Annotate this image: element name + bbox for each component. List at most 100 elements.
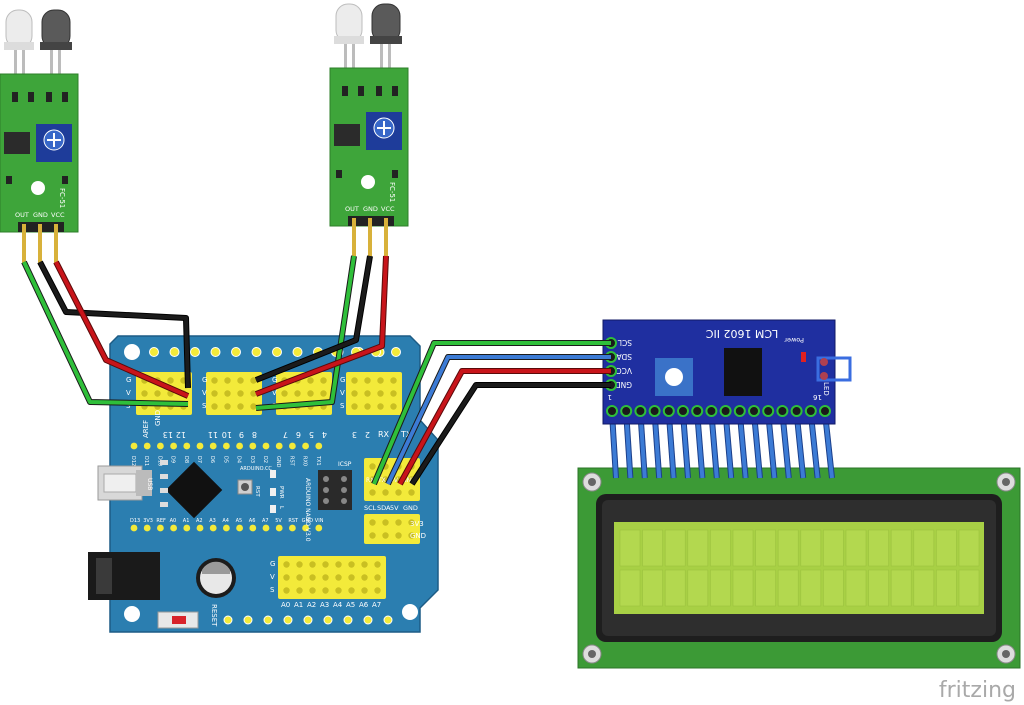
pin-hole [190, 347, 200, 357]
lcd-character-cell [913, 569, 935, 607]
nano-pin-label-bottom: A0 [170, 518, 177, 524]
lcd-character-cell [687, 529, 709, 567]
nano-pin-bottom [157, 524, 164, 532]
v33-label: 3V3 [410, 520, 424, 528]
nano-headers: D12D13D113V3D10REFD9A0D8A1D7A2D6A3D5A4D4… [130, 442, 324, 532]
nano-pin-top [157, 442, 164, 450]
pin-gnd-label: GND [363, 205, 378, 213]
nano-pin-bottom [183, 524, 191, 532]
nano-pin-top [302, 442, 309, 450]
lcd-character-cell [936, 569, 957, 607]
pwr-label: PWR [278, 486, 284, 499]
pin-hole [383, 615, 393, 625]
rx-label: RX [378, 430, 390, 439]
pin-gnd-label: GND [33, 211, 48, 219]
nano-pin-top [209, 442, 217, 450]
pin-out-label: OUT [15, 211, 29, 219]
nano-pin-label-top: D7 [196, 456, 202, 463]
gvs-label: G [272, 376, 277, 384]
gvs-label: V [272, 389, 277, 397]
power-header-block [364, 514, 420, 544]
gvs-label: G [126, 376, 131, 384]
nano-pin-label-top: TX1 [315, 455, 321, 466]
i2c-pin [691, 405, 704, 417]
nano-pin-label-top: D10 [156, 456, 162, 466]
nano-pin-bottom [170, 524, 178, 532]
nano-pin-label-top: RX0 [302, 456, 308, 466]
lcd-character-cell [868, 569, 889, 607]
i2c-header-top-label: TX [377, 477, 386, 484]
lcd-character-cell [687, 569, 709, 607]
i2c-pin [776, 405, 789, 417]
lcd-character-cell [664, 529, 686, 567]
i2c-pin [620, 405, 633, 417]
pin-scl-label: SCL [617, 338, 632, 347]
pin-vcc-label: VCC [616, 366, 632, 375]
reset-button[interactable] [157, 611, 199, 629]
i2c-header-top-label: 5V [390, 477, 399, 484]
fritzing-watermark: fritzing [939, 678, 1016, 703]
lcd-character-cell [619, 569, 641, 607]
nano-pin-bottom [236, 524, 244, 532]
pin-sda-label: SDA [616, 352, 632, 361]
pin-1-label: 1 [608, 393, 612, 401]
nano-pin-top [262, 442, 270, 450]
sensor-model: FC-51 [388, 182, 396, 202]
led-label: LED [822, 382, 830, 396]
capacitor [196, 558, 236, 598]
pin-number-label: 2 [365, 430, 370, 439]
pin-hole [323, 615, 333, 625]
lcd-character-cell [800, 529, 822, 567]
pin-vcc-label: VCC [51, 211, 65, 219]
gvs-label: S [340, 402, 345, 410]
pin-number-label: 4 [322, 430, 327, 439]
pin-gnd-label: GND [615, 380, 632, 389]
nano-pin-top [183, 442, 191, 450]
usb-connector [97, 465, 152, 501]
nano-pin-bottom [315, 524, 323, 532]
nano-pin-label-bottom: 3V3 [143, 518, 153, 524]
i2c-header-top-label: RX [366, 477, 374, 484]
gvs-label: S [202, 402, 207, 410]
analog-pin-label: A3 [320, 601, 329, 609]
header-block-d11-d8 [206, 372, 262, 415]
i2c-pin-header [606, 405, 831, 417]
lcd-character-cell [868, 529, 889, 567]
dc-power-jack [88, 552, 160, 600]
nano-pin-label-bottom: A2 [196, 518, 203, 524]
i2c-pin [648, 405, 661, 417]
i2c-pin [634, 405, 647, 417]
nano-pin-top [275, 442, 283, 450]
lcd-character-cell [890, 569, 912, 607]
header-block-d3-d2 [346, 372, 402, 415]
analog-header-block [278, 556, 386, 599]
lcd-character-cell [777, 529, 799, 567]
nano-pin-bottom [196, 524, 204, 532]
gvs-label: G [202, 376, 207, 384]
nano-pin-label-bottom: D13 [130, 518, 140, 524]
lcd-character-cell [755, 569, 776, 607]
lcd-character-cell [823, 529, 844, 567]
pin-number-label: 11 [208, 430, 218, 439]
pin-number-label: 13 [163, 430, 173, 439]
pin-number-label: 10 [222, 430, 232, 439]
i2c-pin [762, 405, 775, 417]
nano-pin-label-top: D2 [262, 456, 268, 463]
lcd-character-cell [732, 529, 754, 567]
nano-pin-label-bottom: A5 [236, 518, 243, 524]
ir-receiver-led [370, 3, 402, 72]
gvs-label: G [270, 560, 275, 568]
nano-pin-label-bottom: VIN [315, 518, 324, 524]
pin-hole [169, 347, 180, 357]
nano-pin-top [143, 442, 151, 450]
icsp-header [318, 470, 352, 510]
i2c-adapter-module: LCM 1602 IIC Power LED SCL SDA VCC GND 1… [602, 319, 852, 425]
sensor-model: FC-51 [58, 188, 66, 208]
i2c-pin [662, 405, 675, 417]
i2c-pin [606, 405, 618, 417]
aref-label: AREF [142, 420, 150, 438]
